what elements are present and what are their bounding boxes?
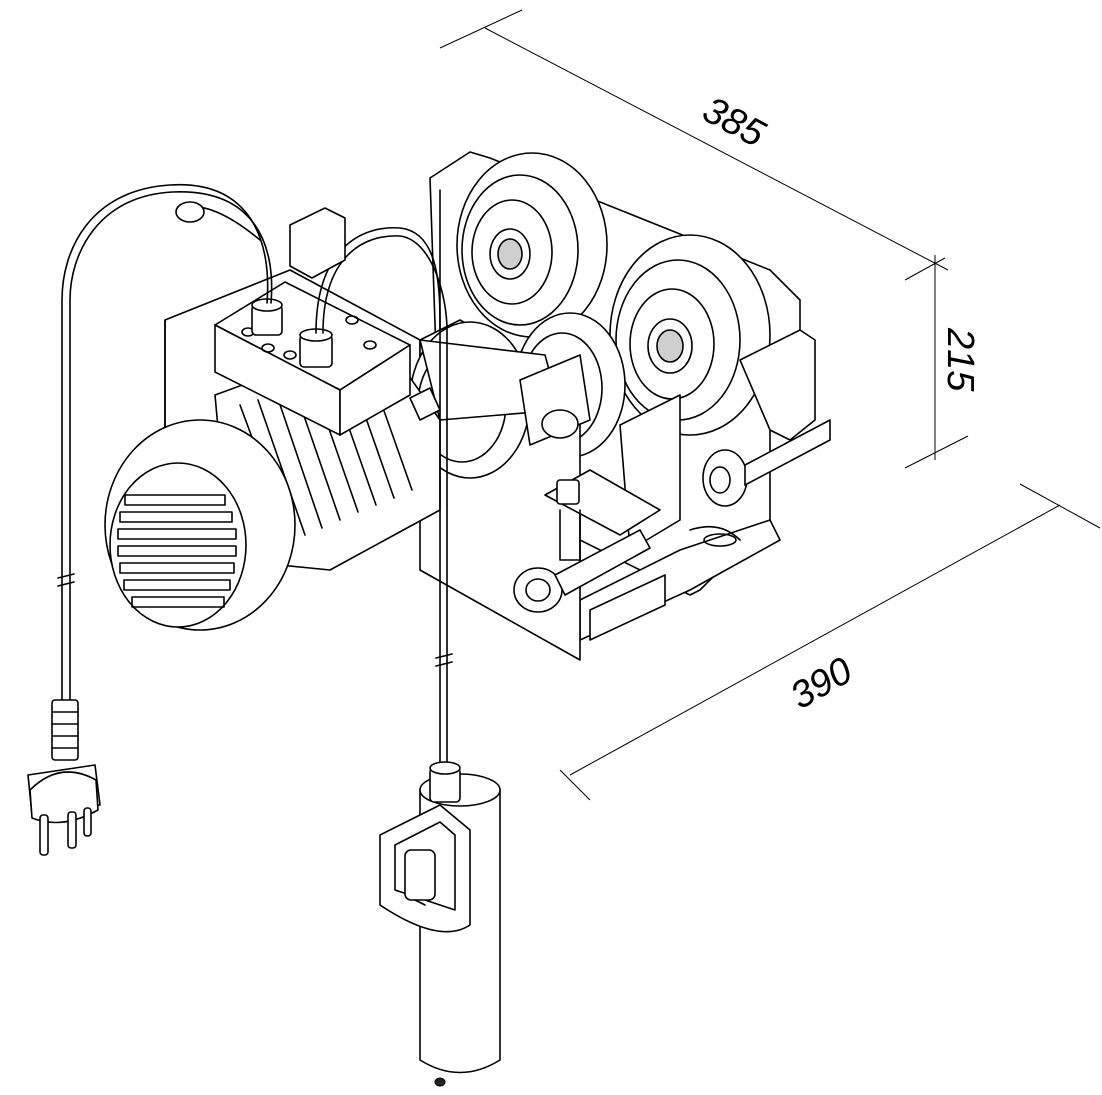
cable-loop: [175, 201, 261, 241]
plug: [27, 699, 101, 856]
dimension-215-label: 215: [939, 327, 981, 392]
wheel-rear: [456, 152, 608, 338]
guide-roller: [702, 419, 831, 507]
pendant-cable: [315, 226, 453, 771]
fan-cover: [104, 419, 296, 631]
base-plate: [579, 519, 781, 641]
cable-gland-left: [251, 298, 283, 336]
dimension-385-label: 385: [696, 89, 772, 156]
power-cable: [57, 184, 273, 701]
dimension-height: 215: [904, 255, 981, 469]
fan-cover-vents: [117, 494, 237, 608]
cable-gland-right: [299, 328, 333, 368]
pendant-control: [379, 761, 501, 1087]
top-bracket: [289, 207, 346, 279]
dimension-390-label: 390: [784, 650, 860, 718]
axle-assembly: [519, 354, 661, 561]
gearbox-clip: [409, 387, 441, 421]
rotary-knob: [513, 529, 651, 613]
wheel-front: [609, 234, 771, 436]
